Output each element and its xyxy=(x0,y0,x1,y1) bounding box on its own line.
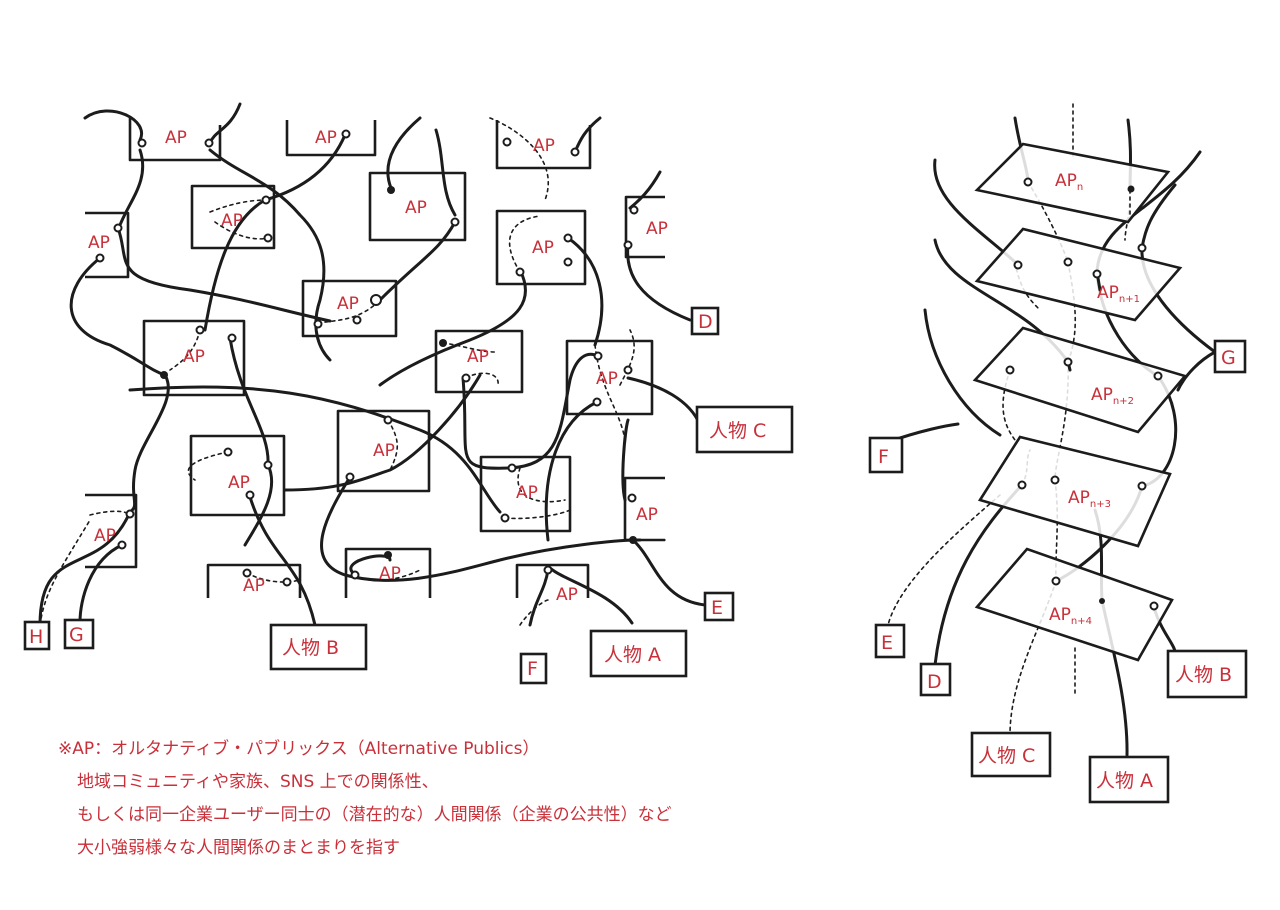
endpoint-box-e xyxy=(703,591,735,622)
ap-label: AP xyxy=(516,483,538,503)
ap-label: AP xyxy=(315,128,337,148)
endpoint-box-f xyxy=(868,436,904,474)
ap-label: AP xyxy=(228,473,250,493)
ap-label: AP xyxy=(556,585,578,605)
layer-label-n2: APn+2 xyxy=(1091,385,1134,407)
ap-label: AP xyxy=(337,294,359,314)
endpoint-g-label: G xyxy=(1221,347,1236,369)
endpoint-person-c-label: 人物 C xyxy=(709,420,766,442)
endpoint-person-c-label: 人物 C xyxy=(978,745,1035,767)
ap-label: AP xyxy=(379,564,401,584)
ap-plane-n4 xyxy=(974,547,1174,662)
ap-labels: AP AP AP AP AP AP AP AP AP AP AP AP AP A… xyxy=(88,128,668,605)
ap-label: AP xyxy=(165,128,187,148)
endpoint-g-label: G xyxy=(69,624,84,646)
endpoint-person-a-label: 人物 A xyxy=(1096,770,1153,792)
ap-label: AP xyxy=(88,233,110,253)
left-endpoints: D 人物 C E H G 人物 B F 人物 A xyxy=(23,306,794,685)
footnote-line-1: ※AP：オルタナティブ・パブリックス（Alternative Publics） xyxy=(58,739,540,759)
footnote-line-4: 大小強弱様々な人間関係のまとまりを指す xyxy=(77,838,400,858)
ap-label: AP xyxy=(221,211,243,231)
endpoint-f-label: F xyxy=(527,658,538,680)
layer-label-n: APn xyxy=(1055,171,1083,193)
ap-box xyxy=(85,211,130,279)
ap-box xyxy=(285,120,377,157)
endpoint-d-label: D xyxy=(927,671,942,693)
endpoint-box-g xyxy=(63,618,95,650)
ap-plane-n1 xyxy=(974,227,1183,322)
endpoint-e-label: E xyxy=(711,597,723,619)
endpoint-box-person-c xyxy=(695,405,794,454)
endpoint-box-person-a xyxy=(589,629,688,678)
endpoint-d-label: D xyxy=(698,311,713,333)
ap-box xyxy=(190,184,276,250)
ap-box xyxy=(189,434,286,517)
layer-label-n4: APn+4 xyxy=(1049,605,1092,627)
endpoint-box-person-a xyxy=(1088,755,1170,804)
endpoint-box-person-b xyxy=(269,623,368,671)
ap-label: AP xyxy=(533,136,555,156)
endpoint-box-e xyxy=(874,623,906,659)
ap-box xyxy=(206,563,302,598)
ap-box xyxy=(515,563,590,598)
ap-label: AP xyxy=(405,198,427,218)
ap-box xyxy=(301,279,398,338)
ap-label: AP xyxy=(183,347,205,367)
ap-label: AP xyxy=(467,347,489,367)
endpoint-box-person-c xyxy=(970,731,1052,778)
connector-knots xyxy=(95,129,639,587)
endpoint-person-b-label: 人物 B xyxy=(1175,664,1232,686)
endpoint-box-d xyxy=(690,306,720,336)
ap-box xyxy=(479,455,572,533)
ap-plane-n2 xyxy=(972,326,1188,434)
layer-label-n3: APn+3 xyxy=(1068,488,1111,510)
endpoint-person-b-label: 人物 B xyxy=(282,637,339,659)
endpoint-box-h xyxy=(23,620,51,651)
ap-label: AP xyxy=(596,369,618,389)
right-endpoints: G F E D 人物 B 人物 C 人物 A xyxy=(868,339,1248,804)
endpoint-person-a-label: 人物 A xyxy=(604,644,661,666)
ap-plane-n3 xyxy=(977,435,1172,548)
endpoint-box-f xyxy=(519,652,548,685)
ap-label: AP xyxy=(243,576,265,596)
ap-label: AP xyxy=(636,505,658,525)
right-layer-stack: APn APn+1 APn+2 APn+3 APn+4 G F E D 人物 B… xyxy=(868,103,1248,804)
layer-labels: APn APn+1 APn+2 APn+3 APn+4 xyxy=(1049,171,1140,627)
ap-box xyxy=(565,339,654,416)
endpoint-box-g xyxy=(1213,339,1247,374)
ap-box xyxy=(495,209,587,286)
ap-box xyxy=(623,476,665,542)
endpoint-h-label: H xyxy=(29,626,43,648)
ap-box xyxy=(368,171,467,242)
endpoint-f-label: F xyxy=(878,446,889,468)
footnote-line-2: 地域コミュニティや家族、SNS 上での関係性、 xyxy=(77,772,439,792)
ap-box xyxy=(624,195,665,259)
ap-label: AP xyxy=(373,441,395,461)
ap-label: AP xyxy=(646,219,668,239)
footnote-line-3: もしくは同一企業ユーザー同士の（潜在的な）人間関係（企業の公共性）など xyxy=(77,805,672,825)
ap-box xyxy=(142,319,246,397)
ap-plane-n xyxy=(974,142,1171,224)
ap-box xyxy=(344,547,432,598)
ap-box xyxy=(336,409,431,493)
ap-label: AP xyxy=(94,526,116,546)
endpoint-box-person-b xyxy=(1166,649,1248,699)
ap-box xyxy=(495,120,592,170)
ap-box xyxy=(434,329,524,394)
endpoint-e-label: E xyxy=(881,632,893,654)
endpoint-box-d xyxy=(919,662,952,697)
left-network: AP AP AP AP AP AP AP AP AP AP AP AP AP A… xyxy=(23,102,794,685)
ap-box xyxy=(85,493,138,569)
ap-label: AP xyxy=(532,238,554,258)
layer-label-n1: APn+1 xyxy=(1097,283,1140,305)
ap-box xyxy=(128,118,222,162)
